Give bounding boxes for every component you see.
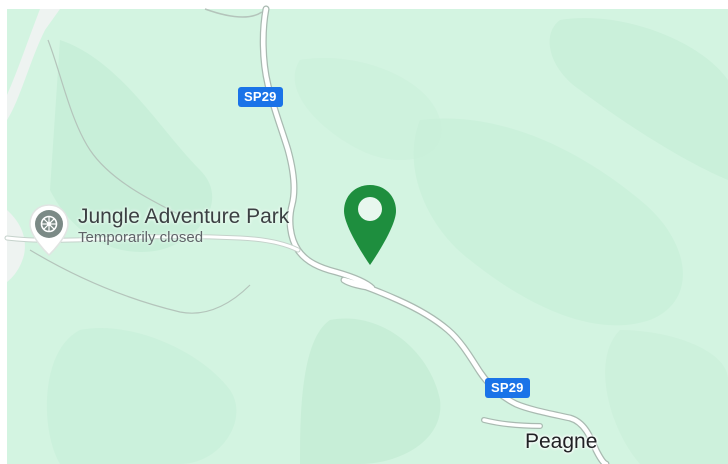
- road-shield-sp29-north: SP29: [238, 87, 283, 107]
- road-shield-sp29-south: SP29: [485, 378, 530, 398]
- poi-jungle-adventure-park[interactable]: Jungle Adventure Park Temporarily closed: [26, 203, 289, 257]
- amusement-park-icon: [29, 204, 69, 257]
- poi-status: Temporarily closed: [78, 229, 204, 246]
- poi-name: Jungle Adventure Park: [78, 205, 290, 228]
- map-pin-icon[interactable]: [340, 182, 400, 268]
- place-label-peagne[interactable]: Peagne: [525, 430, 598, 453]
